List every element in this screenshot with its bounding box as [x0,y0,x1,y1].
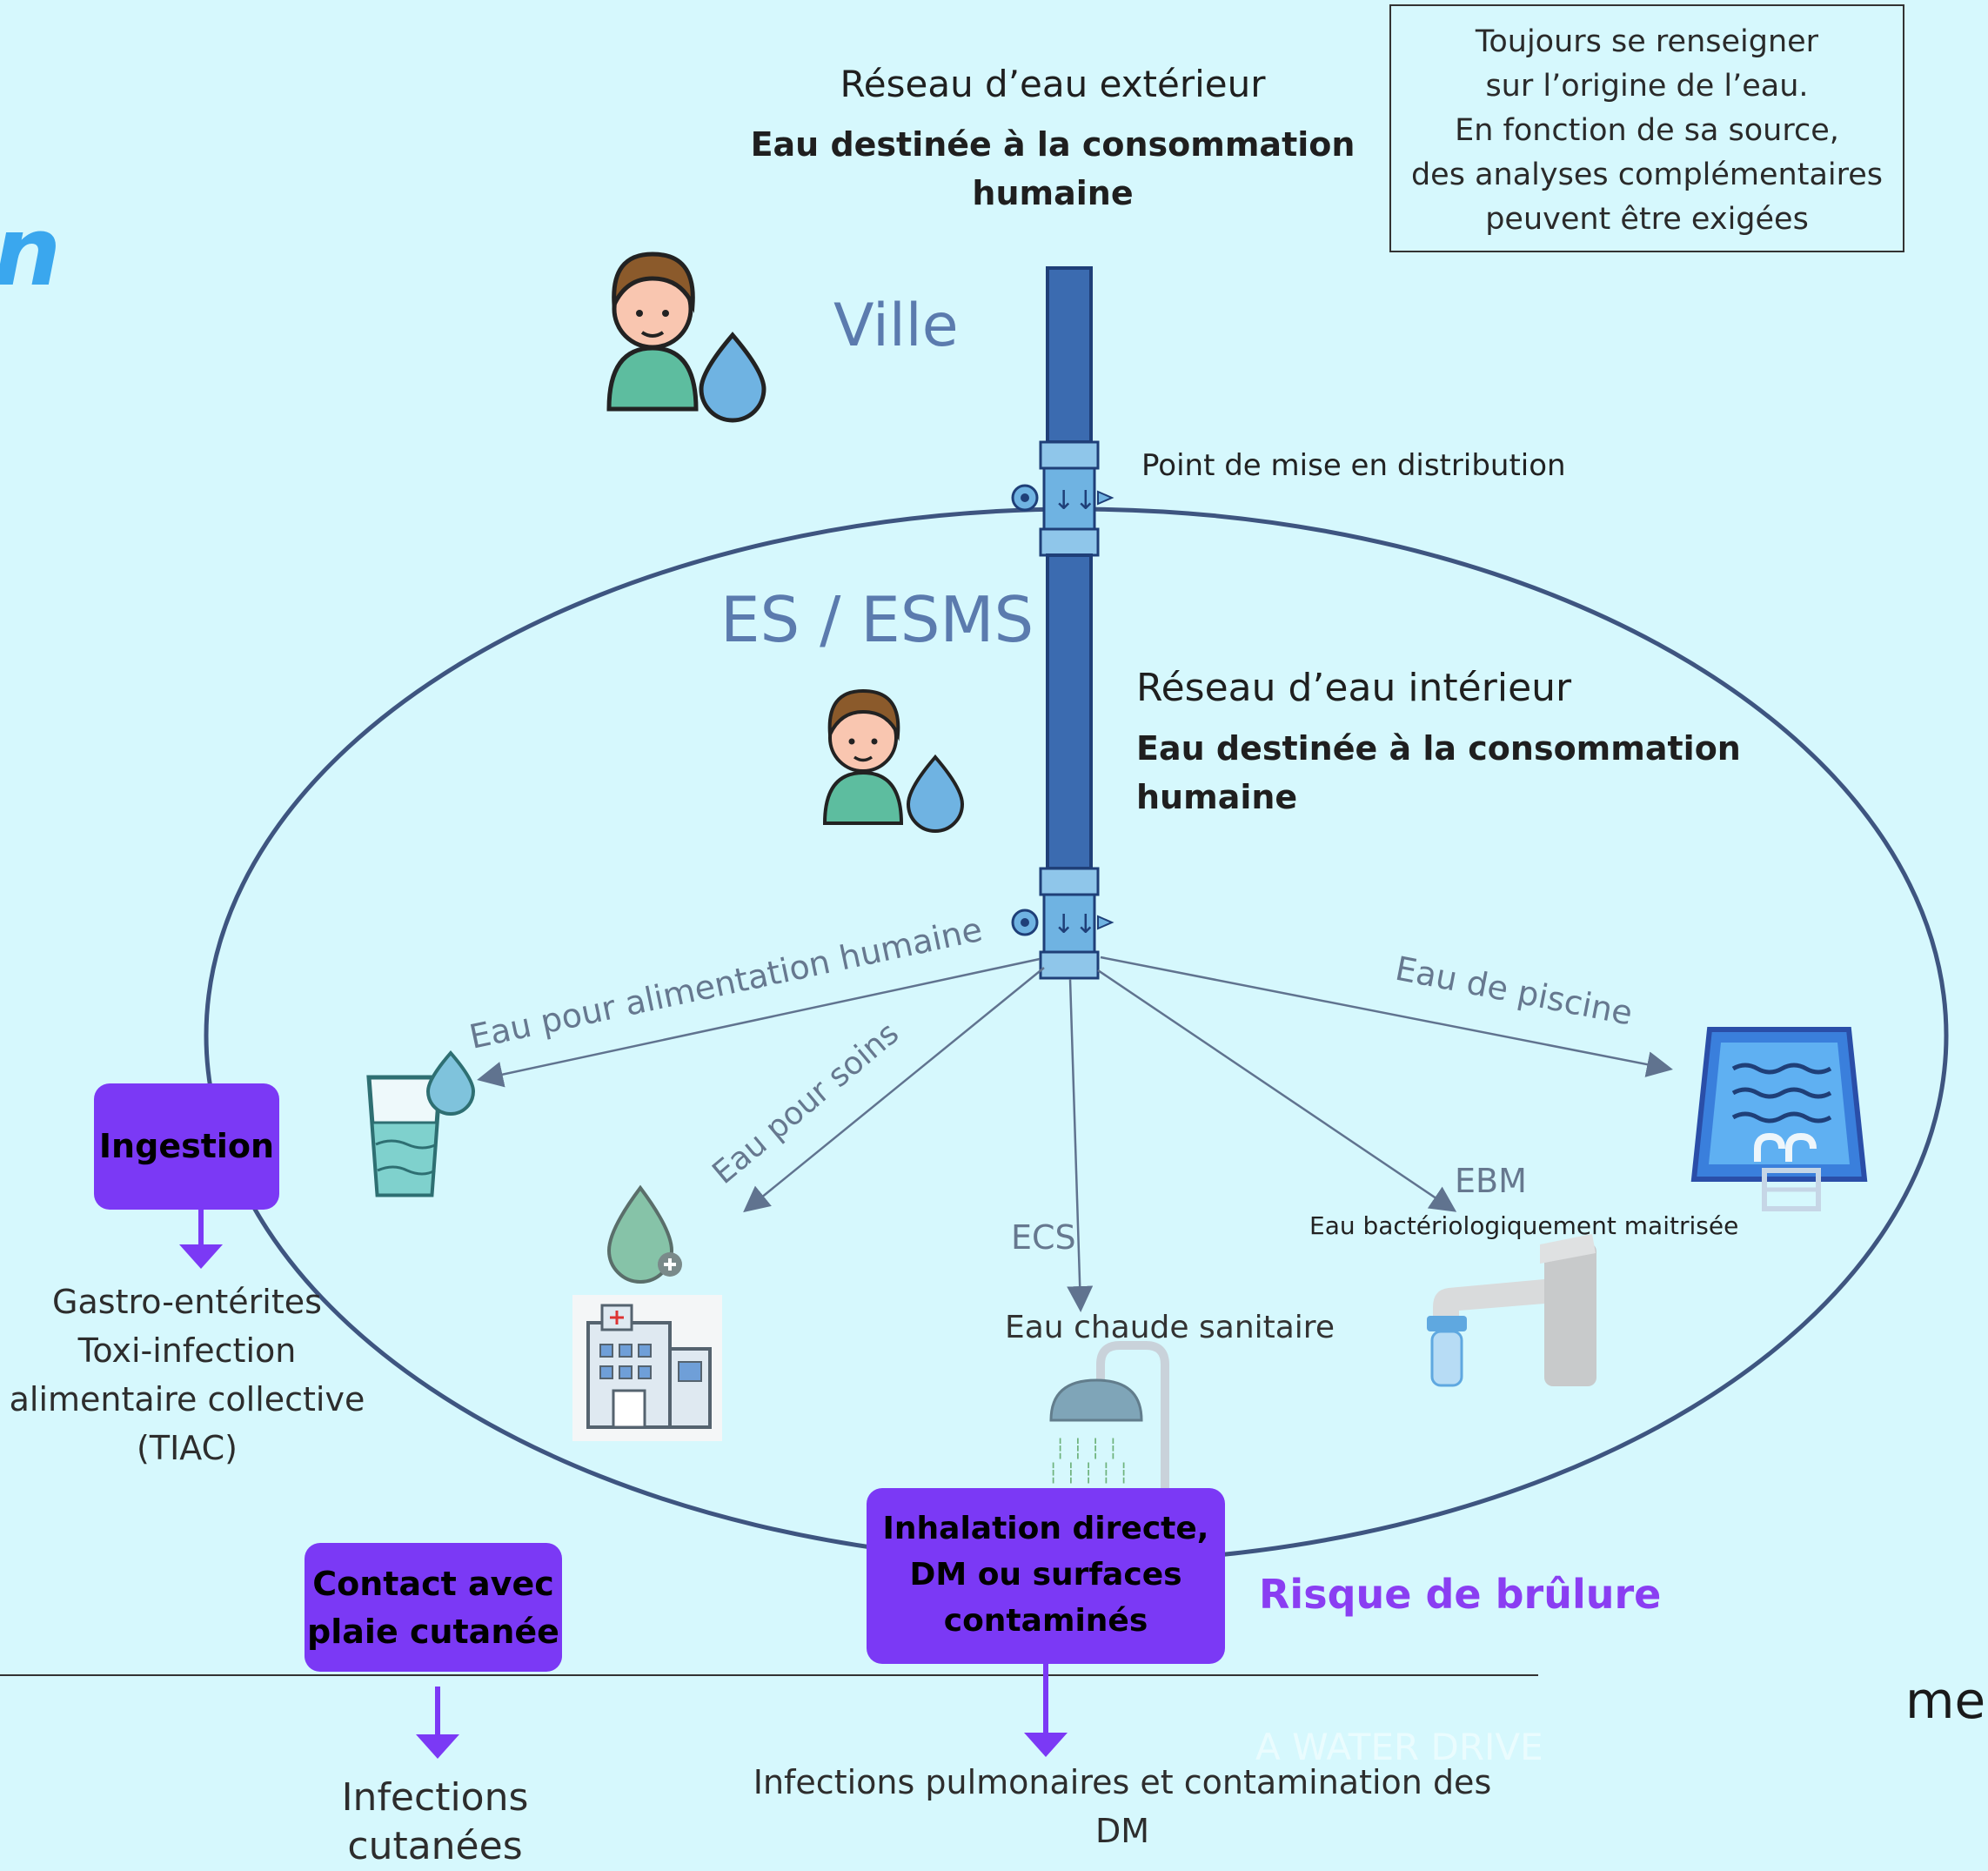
interior-network-title: Réseau d’eau intérieur [1136,666,1572,710]
arrow-ecs [1067,978,1094,1312]
pipe-upper [1046,266,1093,444]
care-drop-icon [606,1184,682,1284]
side-italic-mark: n [0,196,61,307]
valve-distribution-icon: ↓↓ [1011,440,1114,557]
effect-line: Gastro-entérites [52,1283,322,1321]
exterior-network-subtitle: Eau destinée à la consommation humaine [748,120,1357,218]
effect-line: (TIAC) [137,1429,238,1467]
interior-subtitle-line1: Eau destinée à la consommation [1136,729,1741,768]
contact-badge: Contact avec plaie cutanée [305,1543,562,1672]
hospital-icon [572,1295,722,1441]
interior-network-subtitle: Eau destinée à la consommation humaine [1136,724,1745,821]
glass-water-icon [366,1050,476,1197]
label-ecs: ECS [1011,1218,1076,1257]
effect-line: Toxi-infection [77,1331,297,1370]
inhal-line3: contaminés [943,1603,1148,1639]
exterior-subtitle-line1: Eau destinée à la consommation [750,125,1355,164]
person-ville-icon [606,251,699,412]
svg-text:↓↓: ↓↓ [1053,486,1096,516]
svg-text:↓↓: ↓↓ [1053,909,1096,940]
contact-line2: plaie cutanée [307,1613,559,1651]
valve-interior-icon: ↓↓ [1011,867,1114,980]
person-esms-icon [822,688,904,825]
arrow-contact-down [416,1687,459,1759]
faucet-filter-icon [1427,1234,1596,1387]
note-line: peuvent être exigées [1485,202,1809,237]
note-line: En fonction de sa source, [1455,113,1839,148]
info-note-box: Toujours se renseigner sur l’origine de … [1389,4,1904,252]
water-drop-esms-icon [906,754,965,833]
arrow-alimentation [477,957,1041,1088]
label-alimentation: Eau pour alimentation humaine [466,910,986,1056]
inhalation-badge: Inhalation directe, DM ou surfaces conta… [867,1488,1225,1664]
note-line: Toujours se renseigner [1475,24,1819,59]
arrow-ingestion-down [179,1210,223,1269]
label-ebm-full: Eau bactériologiquement maitrisée [1309,1211,1739,1240]
ingestion-effects: Gastro-entérites Toxi-infection alimenta… [0,1278,374,1472]
swimming-pool-icon [1690,1027,1868,1211]
pulm-line2: DM [1094,1812,1150,1850]
exterior-subtitle-line2: humaine [972,174,1134,212]
note-line: sur l’origine de l’eau. [1485,69,1809,104]
arrow-soins [743,967,1045,1213]
label-ebm: EBM [1455,1162,1527,1200]
interior-subtitle-line2: humaine [1136,778,1298,816]
inhal-line2: DM ou surfaces [909,1557,1182,1593]
pulm-line1: Infections pulmonaires et contamination … [753,1763,1492,1801]
contact-line1: Contact avec [312,1565,554,1603]
watermark-text: A WATER DRIVE [1255,1726,1543,1768]
arrow-piscine [1100,956,1673,1077]
es-esms-label: ES / ESMS [720,583,1034,656]
ville-label: Ville [833,292,959,360]
cutaneous-effects: Infections cutanées [341,1775,529,1868]
water-drop-ville-icon [699,332,766,423]
exterior-network-title: Réseau d’eau extérieur [840,63,1266,105]
svg-text:┆ ┆ ┆ ┆ ┆: ┆ ┆ ┆ ┆ ┆ [1048,1462,1129,1485]
shower-icon: ┆ ┆ ┆ ┆ ┆ ┆ ┆ ┆ ┆ [1048,1341,1169,1495]
svg-text:┆ ┆ ┆ ┆: ┆ ┆ ┆ ┆ [1054,1438,1119,1460]
label-piscine: Eau de piscine [1392,949,1636,1033]
note-line: des analyses complémentaires [1410,158,1884,192]
distribution-point-label: Point de mise en distribution [1141,448,1566,483]
inhal-line1: Inhalation directe, [882,1511,1209,1546]
pipe-lower [1046,553,1093,870]
effect-line: alimentaire collective [9,1380,365,1418]
pulmonary-effects: Infections pulmonaires et contamination … [748,1758,1496,1855]
arrow-inhalation-down [1024,1664,1068,1757]
cut-off-text: me [1905,1671,1986,1730]
burn-risk-label: Risque de brûlure [1259,1571,1662,1618]
label-ecs-full: Eau chaude sanitaire [1005,1310,1335,1345]
ingestion-badge: Ingestion [94,1083,279,1210]
arrow-ebm [1097,969,1457,1212]
